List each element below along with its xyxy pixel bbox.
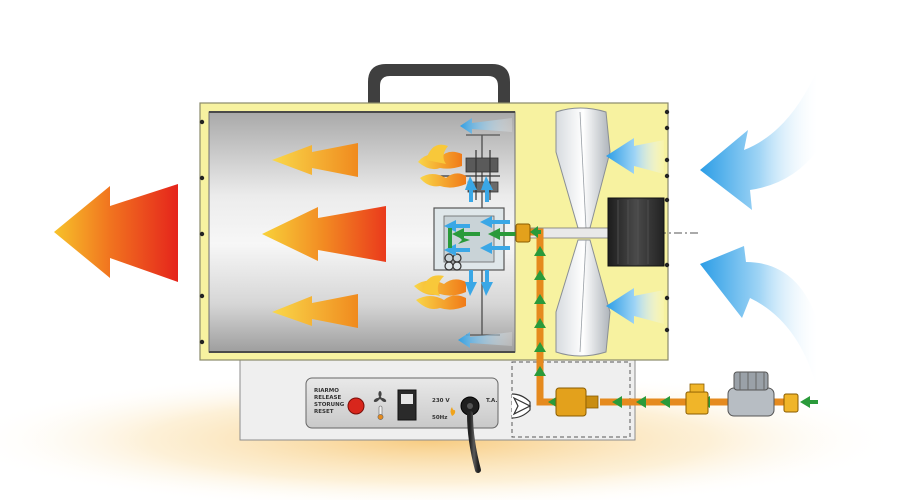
reset-label-line-2: RELEASE [314, 395, 341, 401]
voltage-label: 230 V [432, 398, 450, 404]
reset-label-line-3: STORUNG [314, 402, 345, 408]
lower-flames [414, 275, 466, 310]
reset-label-line-1: RIARMO [314, 388, 339, 394]
gas-nozzle [515, 223, 531, 243]
thermostat-socket [511, 393, 532, 419]
control-panel: RIARMO RELEASE STORUNG RESET 230 V 50Hz … [305, 377, 499, 429]
cold-air-intake-arrow-upper [700, 68, 818, 210]
warm-air-arrow-upper [272, 143, 358, 177]
fan-icon [373, 391, 387, 403]
carry-handle [368, 64, 510, 104]
gas-pressure-regulator [727, 371, 775, 417]
thermometer-icon [377, 405, 384, 420]
housing-rivets-left [199, 119, 205, 345]
fan-motor [607, 197, 665, 267]
reset-button[interactable] [347, 397, 365, 415]
upper-flames [418, 144, 466, 188]
hot-air-arrow-middle [262, 206, 386, 262]
warm-air-arrow-lower [272, 294, 358, 328]
power-cable [467, 411, 481, 473]
housing-rivets-right [664, 109, 670, 333]
gas-flow-inside-burner [448, 228, 516, 248]
ignition-coils [444, 253, 462, 271]
flame-icon [450, 407, 456, 416]
gas-fitting-right [783, 393, 799, 413]
thermostat-label: T.A. [486, 398, 497, 404]
gas-valve [555, 387, 587, 417]
cold-air-intake-arrow-lower [700, 246, 818, 392]
reset-label-line-4: RESET [314, 409, 334, 415]
fan-assembly [519, 107, 700, 357]
hot-air-outflow-arrow [54, 184, 178, 282]
cold-air-arrow-fan-lower [606, 288, 664, 324]
frequency-label: 50Hz [432, 415, 447, 421]
gas-fitting-left [685, 391, 709, 415]
cold-air-arrow-fan-upper [606, 138, 664, 174]
